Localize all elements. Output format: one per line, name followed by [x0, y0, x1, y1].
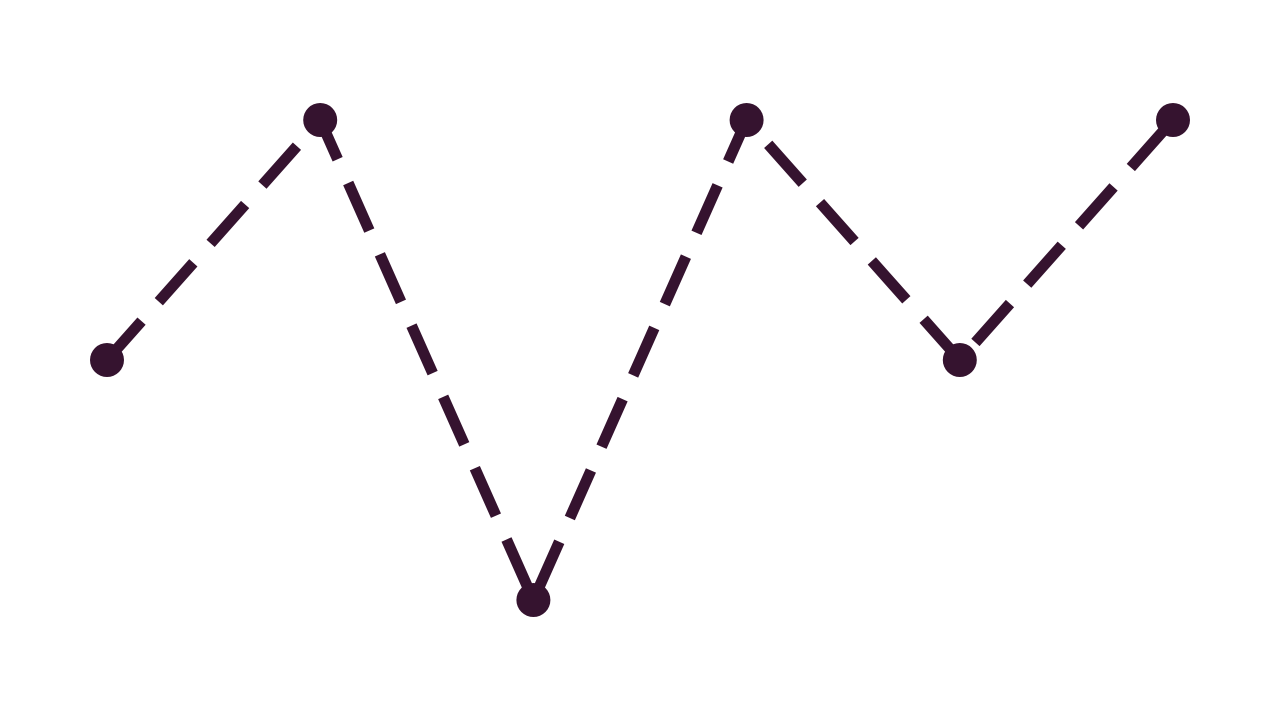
data-point-marker [90, 343, 124, 377]
marker-layer [90, 103, 1190, 617]
data-point-marker [303, 103, 338, 137]
series-line [102, 109, 1178, 614]
data-point-marker [942, 343, 977, 377]
data-point-marker [729, 103, 764, 137]
data-point-marker [516, 583, 551, 617]
series-layer [102, 109, 1178, 614]
data-point-marker [1156, 103, 1190, 137]
